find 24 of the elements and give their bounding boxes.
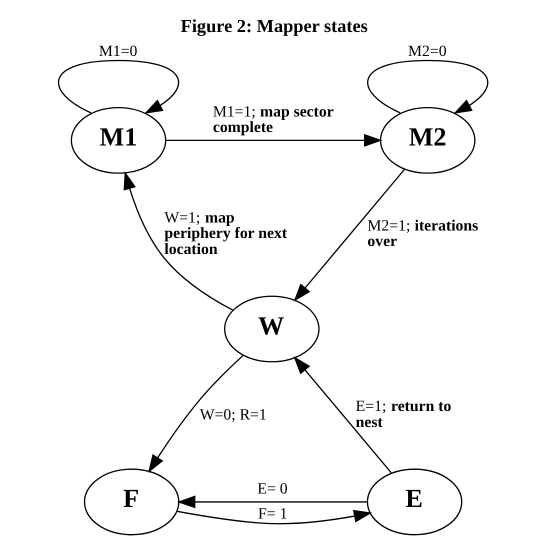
arrow [292,356,392,474]
edge-label: M2=0 [408,43,446,60]
arrow [58,60,178,114]
edge-label: E=1; return to nest [355,398,451,431]
diagram-title: Figure 2: Mapper states [180,16,368,36]
node-ellipse: W [224,296,320,362]
arrow [366,60,488,114]
arrow [293,168,405,302]
edge-label: W=0; R=1 [199,406,266,424]
edge-label: W=1; map periphery for next location [164,209,287,258]
edge-label: E= 0 [256,480,288,498]
arrow [176,510,372,524]
edge-label: M1=1; map sector complete [212,103,334,136]
node-ellipse: E [366,468,462,536]
arrow [123,171,232,311]
node-ellipse: M1 [70,106,166,174]
edge-label: M2=1; iterations over [366,217,478,250]
node-ellipse: M2 [379,106,475,174]
node-ellipse: F [83,468,179,536]
edge-label: M1=0 [98,43,137,60]
edge-label: F= 1 [258,505,287,522]
arrow [176,496,367,508]
arrow [148,354,244,473]
arrow [165,134,382,147]
